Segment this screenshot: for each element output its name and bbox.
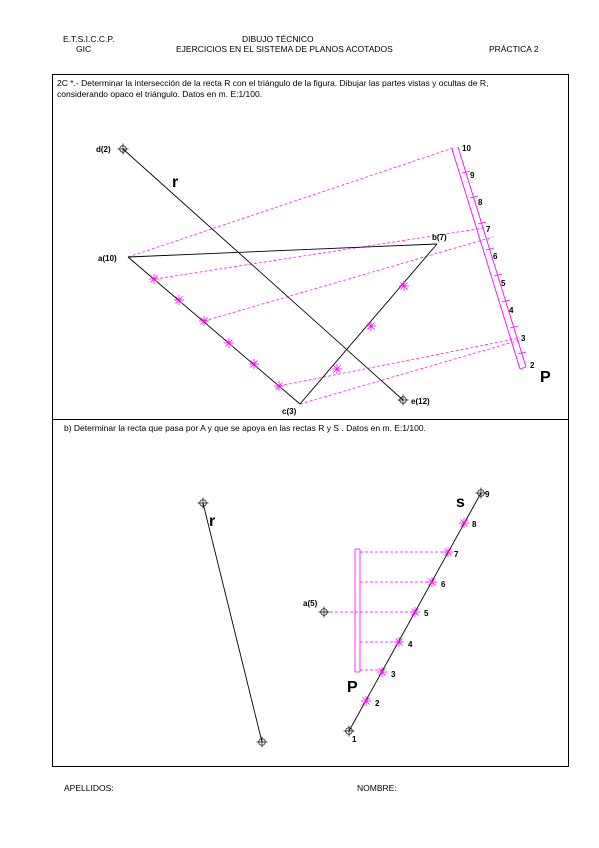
topic-title: EJERCICIOS EN EL SISTEMA DE PLANOS ACOTA… (176, 44, 393, 54)
section-divider (52, 419, 569, 420)
scale-b-number-4: 4 (408, 640, 413, 649)
line-r-b-end-marker (256, 736, 268, 748)
part-b-statement: b) Determinar la recta que pasa por A y … (64, 423, 426, 433)
scale-a-number-2: 2 (530, 361, 535, 370)
line-s-label: s (456, 494, 465, 511)
scale-b-number-3: 3 (391, 670, 396, 679)
scale-b-number-1: 1 (352, 735, 357, 744)
point-a-b-label: a(5) (303, 599, 318, 608)
line-r-a-label: r (172, 174, 178, 191)
scale-b-number-8: 8 (472, 520, 477, 529)
part-b-construction-lines (354, 548, 361, 673)
line-r-b-start-marker (197, 497, 209, 509)
scale-a-number-6: 6 (493, 252, 498, 261)
school-name: E.T.S.I.C.C.P. (63, 34, 115, 44)
scale-a-number-8: 8 (478, 198, 483, 207)
exercise-frame (52, 74, 569, 767)
point-c-label: c(3) (282, 407, 297, 416)
scale-a-number-10: 10 (462, 144, 471, 153)
part-a-statement-line2: considerando opaco el triángulo. Datos e… (57, 89, 263, 99)
subject-title: DIBUJO TÉCNICO (242, 34, 314, 44)
degree-name: GIC (76, 44, 92, 54)
part-b-level-lines (325, 551, 446, 671)
triangle-abc (127, 243, 438, 405)
line-r-b-label: r (209, 513, 215, 530)
scale-b-number-7: 7 (454, 550, 459, 559)
scale-a-number-7: 7 (486, 225, 491, 234)
scale-b-number-2: 2 (375, 699, 380, 708)
part-a-graduated-scale: 10 9 8 7 6 5 4 3 2 P (451, 144, 551, 386)
graduation-marks-cb (331, 280, 410, 375)
part-a-construction-lines (127, 147, 521, 405)
scale-a-number-5: 5 (501, 279, 506, 288)
name-field-label: NOMBRE: (357, 783, 397, 793)
scale-a-number-4: 4 (509, 306, 514, 315)
scale-b-number-5: 5 (424, 609, 429, 618)
point-b-label: b(7) (432, 233, 447, 242)
part-a-statement-line1: 2C *.- Determinar la intersección de la … (57, 78, 489, 88)
scale-a-number-9: 9 (470, 171, 475, 180)
point-a-b-marker (318, 606, 330, 618)
scale-b-number-9: 9 (485, 490, 490, 499)
part-a-figure: 10 9 8 7 6 5 4 3 2 P (96, 143, 551, 416)
point-e-label: e(12) (411, 397, 430, 406)
surname-field-label: APELLIDOS: (64, 783, 114, 793)
practice-number: PRÁCTICA 2 (489, 44, 539, 54)
point-d-label: d(2) (96, 145, 111, 154)
line-r-b (202, 502, 263, 743)
part-b-figure: r s a(5) (197, 487, 490, 748)
scale-a-label-p: P (540, 369, 551, 386)
line-r-a (122, 148, 404, 401)
scale-b-number-6: 6 (441, 580, 446, 589)
scale-a-number-3: 3 (521, 334, 526, 343)
scale-b-label-p: P (347, 679, 358, 696)
point-a-label: a(10) (98, 254, 117, 263)
